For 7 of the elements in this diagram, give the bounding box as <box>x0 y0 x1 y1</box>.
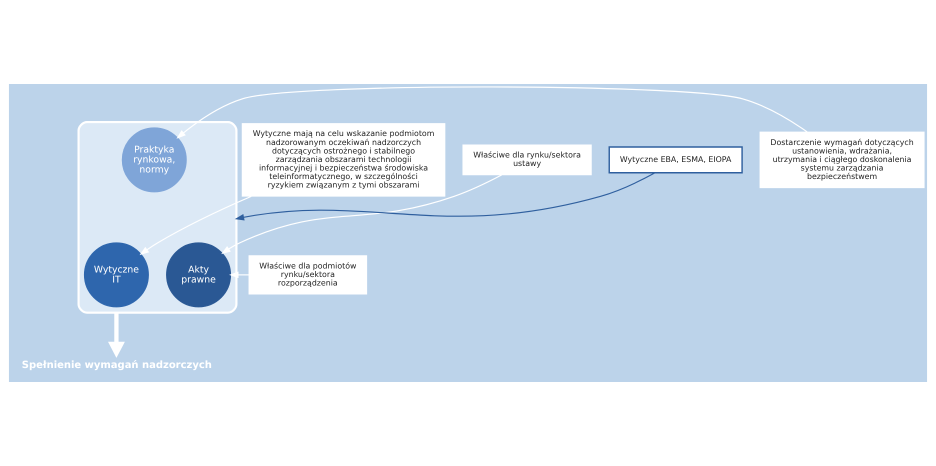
arrow <box>229 272 249 278</box>
arrow <box>108 312 125 358</box>
arrow <box>140 196 252 256</box>
arrow <box>234 172 656 220</box>
node-text: Spełnienie wymagań nadzorczych <box>22 360 212 372</box>
arrow <box>221 174 502 254</box>
arrow <box>176 86 808 139</box>
